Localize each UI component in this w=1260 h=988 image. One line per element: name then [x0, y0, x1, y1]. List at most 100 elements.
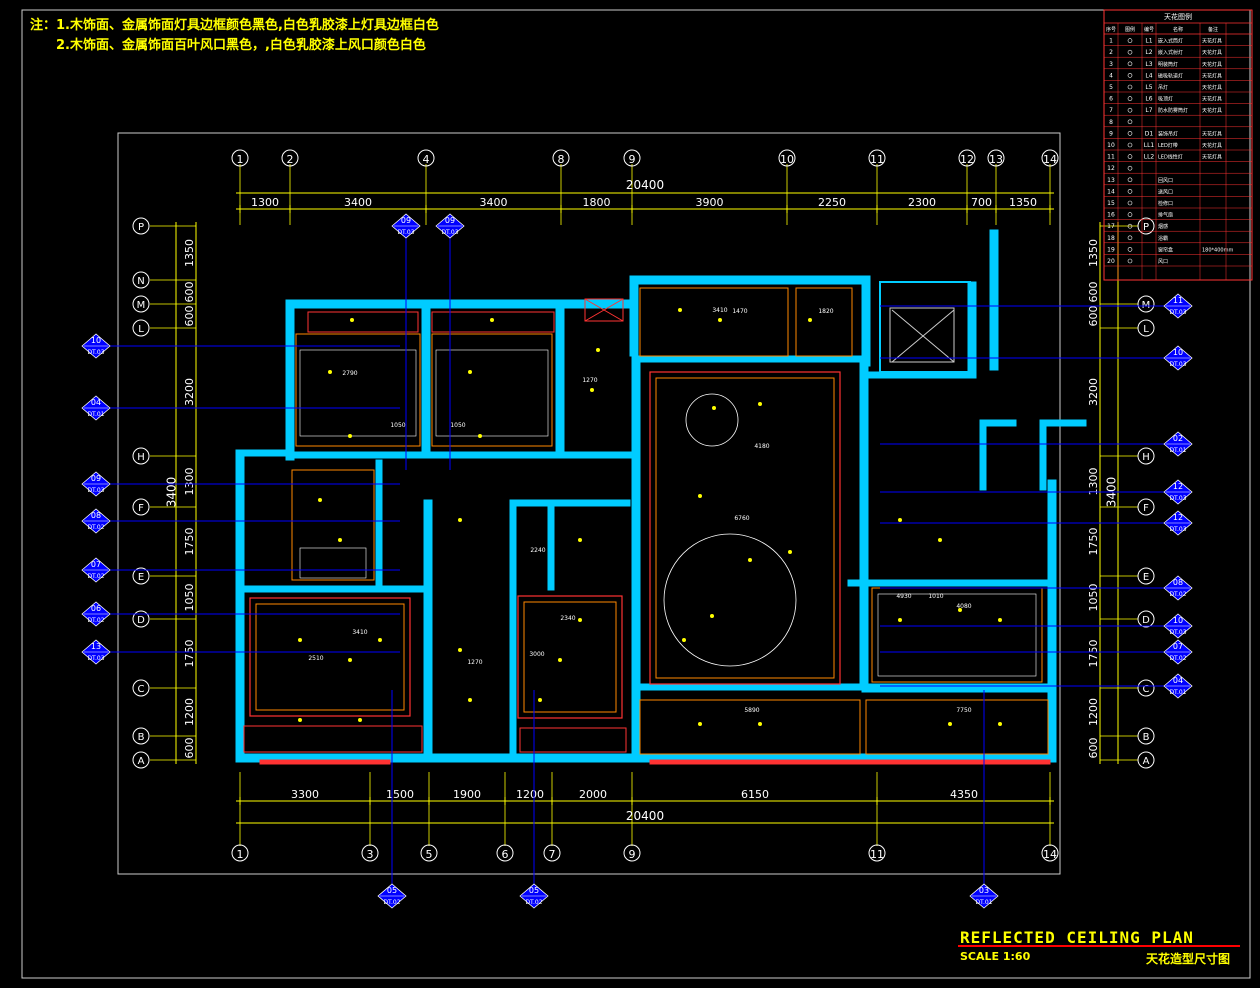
room-dimension: 2510 [308, 655, 323, 662]
axis-label-right: E [1143, 572, 1149, 583]
axis-bubble-bottom [496, 844, 514, 862]
section-tag-sheet: DT.02 [525, 899, 542, 906]
dim-top-total: 20400 [626, 178, 664, 192]
ceiling-light [712, 406, 716, 410]
room-dimension: 4180 [754, 443, 769, 450]
wall [1047, 479, 1057, 763]
axis-label-top: 2 [287, 153, 294, 166]
dim-bottom-total: 20400 [626, 809, 664, 823]
axis-label-right: F [1143, 503, 1149, 514]
room-dimension: 1010 [928, 593, 943, 600]
axis-label-bottom: 14 [1043, 848, 1057, 861]
ceiling-bath [291, 469, 375, 581]
legend-symbol [1127, 49, 1133, 55]
dim-left-segment: 600 [183, 282, 196, 303]
wall [509, 499, 631, 507]
section-tag-number: 07 [91, 560, 101, 569]
axis-bubble-right [1137, 727, 1155, 745]
dim-right-segment: 3200 [1087, 378, 1100, 406]
legend-row-number: 15 [1107, 200, 1115, 207]
legend-row-name: LED线性灯 [1158, 154, 1183, 161]
legend-symbol [1127, 142, 1133, 148]
window-sill [649, 759, 1051, 765]
section-tag-number: 11 [1173, 296, 1183, 305]
axis-label-left: B [138, 732, 145, 743]
curtain-box [243, 725, 423, 753]
ceiling-light [590, 388, 594, 392]
dim-top-segment: 3400 [480, 196, 508, 209]
section-tag-number: 05 [529, 886, 539, 895]
ceiling-light [948, 722, 952, 726]
axis-bubble-right [1137, 567, 1155, 585]
section-tag-number: 13 [91, 642, 101, 651]
legend-header: 备注 [1208, 26, 1218, 33]
wall [859, 355, 869, 687]
axis-label-bottom: 9 [629, 848, 636, 861]
ceiling-light [338, 538, 342, 542]
room-dimension: 4080 [956, 603, 971, 610]
section-tag-sheet: DT.02 [1169, 655, 1186, 662]
room-dimension: 7750 [956, 707, 971, 714]
dim-top-segment: 2300 [908, 196, 936, 209]
dim-right-segment: 1200 [1087, 698, 1100, 726]
axis-bubble-left [132, 295, 150, 313]
dim-right-segment: 1350 [1087, 239, 1100, 267]
section-tag-sheet: DT.01 [975, 899, 992, 906]
legend-symbol [1127, 165, 1133, 171]
ceiling-pantry [795, 287, 853, 357]
drawing-title-cn: 天花造型尺寸图 [1146, 952, 1231, 966]
dim-left-segment: 1300 [183, 468, 196, 496]
legend-row-code: LL2 [1144, 154, 1155, 161]
legend-row-note: 天花灯具 [1202, 72, 1222, 79]
section-tag-sheet: DT.03 [1169, 526, 1186, 533]
axis-bubble-top [958, 149, 976, 167]
legend-header: 序号 [1106, 26, 1116, 33]
axis-label-bottom: 11 [870, 848, 884, 861]
legend-row-note: 天花灯具 [1202, 38, 1222, 45]
axis-bubble-left [132, 727, 150, 745]
axis-bubble-right [1137, 679, 1155, 697]
bathtub [299, 547, 367, 579]
wall [235, 449, 245, 763]
legend-row-number: 14 [1107, 188, 1115, 195]
legend-symbol [1127, 131, 1133, 136]
ceiling-light [348, 434, 352, 438]
axis-bubble-bottom [231, 844, 249, 862]
wall [861, 683, 1049, 693]
axis-bubble-left [132, 567, 150, 585]
legend-row-code: LL1 [1144, 142, 1155, 149]
legend-row-number: 6 [1109, 96, 1113, 103]
ceiling-light [710, 614, 714, 618]
curtain-box [519, 727, 627, 753]
dim-right-segment: 600 [1087, 738, 1100, 759]
legend-row-name: 吸顶灯 [1158, 96, 1173, 103]
dim-bottom-segment: 6150 [741, 788, 769, 801]
ceiling-light [378, 638, 382, 642]
section-tag-sheet: DT.03 [397, 229, 414, 236]
room-dimension: 5890 [744, 707, 759, 714]
axis-label-top: 11 [870, 153, 884, 166]
legend-row-number: 11 [1107, 154, 1115, 161]
legend-title: 天花图例 [1164, 12, 1192, 21]
dim-top-segment: 2250 [818, 196, 846, 209]
ceiling-light [490, 318, 494, 322]
axis-label-left: A [138, 756, 145, 767]
room-dimension: 6760 [734, 515, 749, 522]
wall [547, 499, 555, 591]
dim-top-segment: 700 [971, 196, 992, 209]
legend-header: 名称 [1173, 26, 1183, 33]
ceiling-light [678, 308, 682, 312]
ceiling-master [249, 597, 411, 717]
shaft-cross [584, 298, 624, 322]
wall [421, 305, 431, 457]
ceiling-bedroom-2 [431, 333, 553, 447]
